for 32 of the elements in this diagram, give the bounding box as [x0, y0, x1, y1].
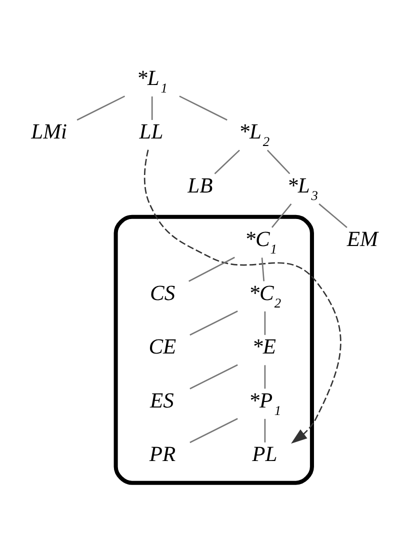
node-text: *L$_{3}$	[287, 172, 318, 202]
node-text: *E	[252, 334, 276, 358]
node-text: LB	[188, 172, 213, 197]
arrow	[144, 149, 342, 444]
connector	[190, 310, 238, 336]
node-text: *C$_{2}$	[248, 280, 282, 310]
node-text: EM	[346, 226, 378, 251]
connector	[261, 257, 265, 281]
connector	[151, 96, 153, 120]
connector	[264, 418, 266, 442]
connector	[179, 95, 228, 120]
node-text: *P$_{1}$	[248, 388, 282, 418]
connector	[214, 149, 240, 174]
connector	[264, 310, 266, 334]
node-text: CS	[150, 280, 176, 304]
connector	[264, 364, 266, 388]
connector	[188, 256, 235, 282]
connector	[76, 95, 126, 120]
connector	[318, 202, 348, 228]
node-text: PR	[149, 442, 176, 466]
connector	[266, 149, 290, 174]
node-text: PL	[252, 442, 278, 466]
node-text: *L$_{1}$	[136, 65, 168, 95]
node-text: *L$_{2}$	[238, 119, 270, 149]
node-text: CE	[148, 334, 176, 358]
node-text: *C$_{1}$	[244, 226, 278, 256]
cluster	[114, 214, 314, 484]
node-text: ES	[150, 388, 174, 412]
connector	[190, 418, 238, 443]
node-text: LMi	[31, 119, 67, 144]
connector	[190, 364, 238, 389]
node-text: LL	[139, 119, 164, 144]
